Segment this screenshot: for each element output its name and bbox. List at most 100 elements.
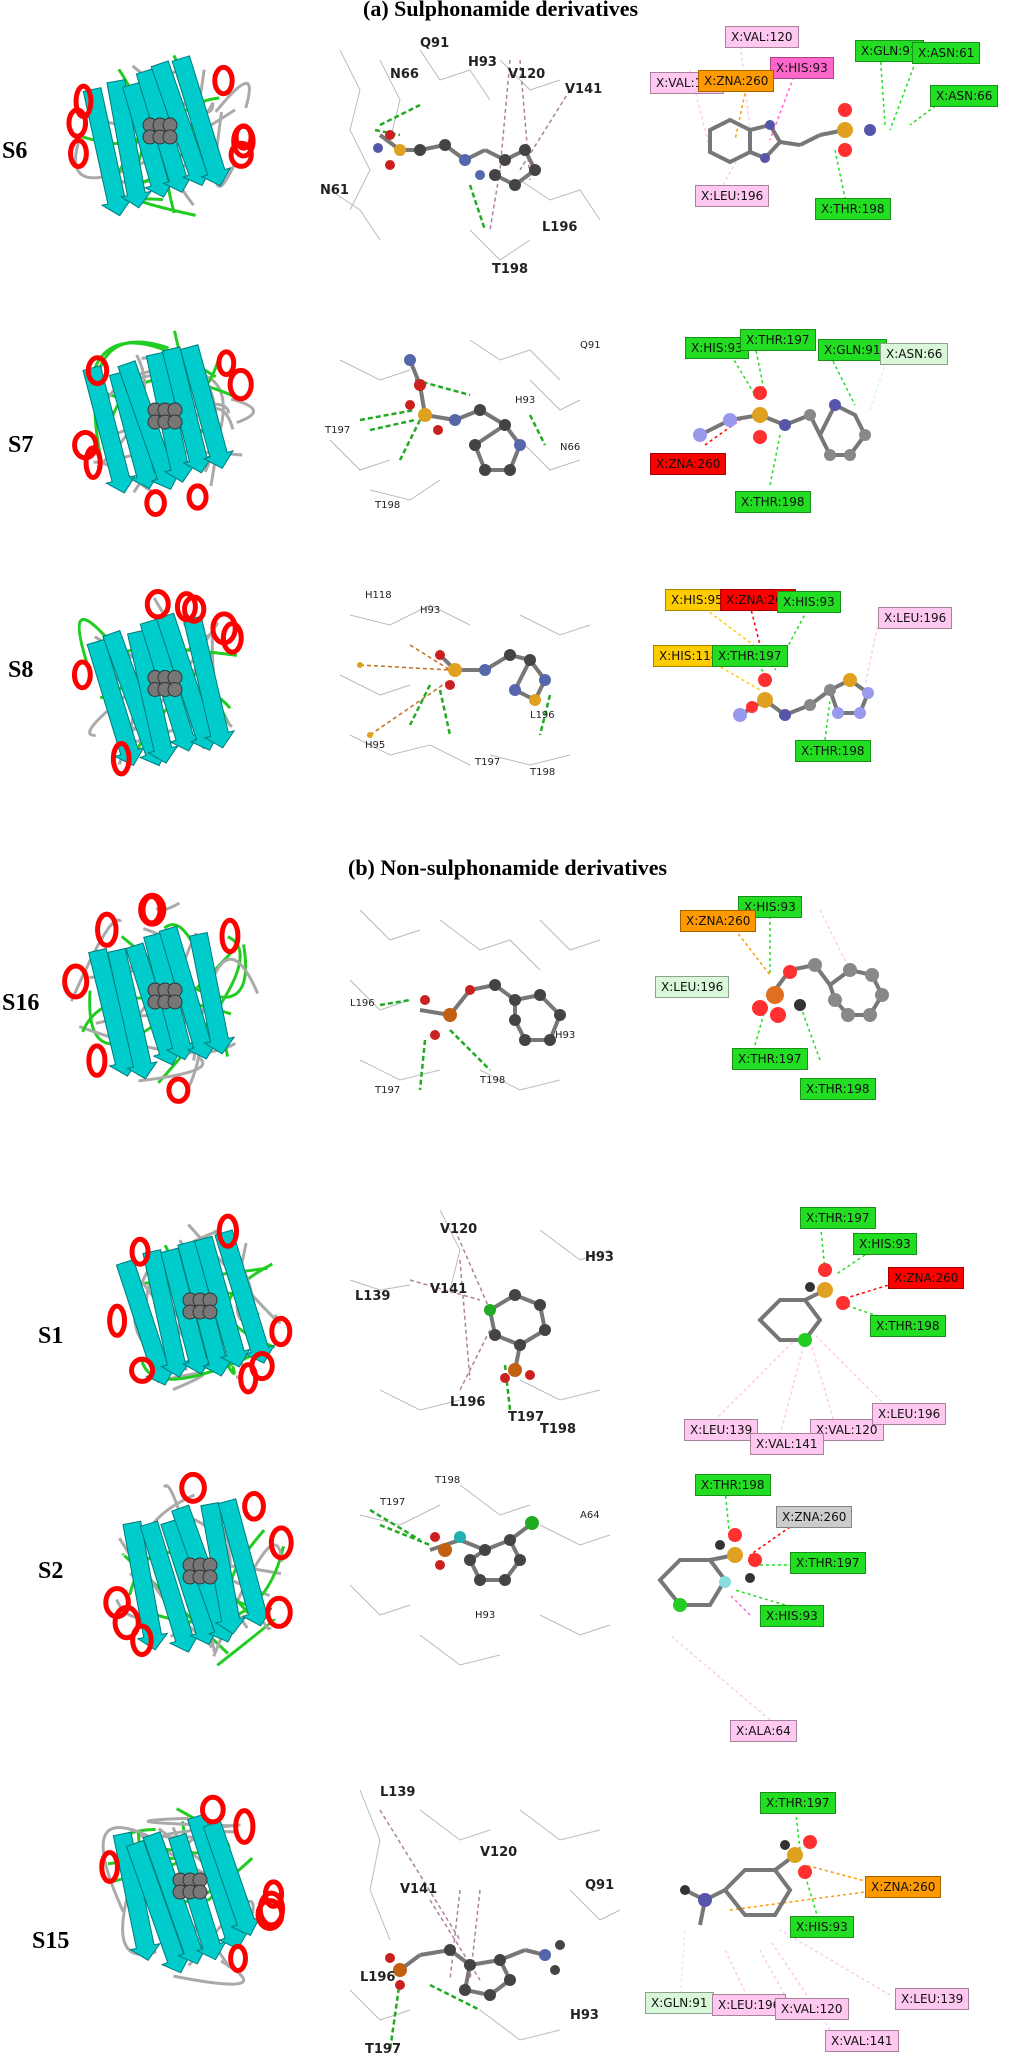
interaction-lines-s1 xyxy=(709,1219,906,1436)
coil-segment xyxy=(138,1056,205,1083)
residue-label: T198 xyxy=(540,1422,577,1437)
residue-label: N61 xyxy=(320,183,349,198)
residue-label: V141 xyxy=(565,82,603,97)
pose-drawing-s6 xyxy=(329,49,601,261)
alpha-helix xyxy=(262,1879,285,1909)
interaction-tag: X:VAL:141 xyxy=(825,2030,899,2052)
residue-label: T197 xyxy=(508,1410,545,1425)
residue-label: L196 xyxy=(450,1395,486,1410)
protein-ribbon-s1 xyxy=(107,1213,293,1395)
alpha-helix xyxy=(138,892,167,927)
interaction-tag: X:ASN:61 xyxy=(912,42,981,64)
interaction-tag: X:THR:197 xyxy=(760,1792,836,1814)
interaction-panel-s15: X:THR:197 X:ZNA:260 X:HIS:93 X:GLN:91 X:… xyxy=(640,1780,1010,2065)
alpha-helix xyxy=(72,429,99,461)
residue-label: Q91 xyxy=(580,340,601,351)
protein-ribbon-s8 xyxy=(71,589,244,777)
residue-label: V141 xyxy=(430,1282,468,1297)
coil-segment xyxy=(138,197,196,217)
alpha-helix xyxy=(166,1076,191,1104)
interaction-tag: X:HIS:95 xyxy=(665,589,729,611)
coil-segment xyxy=(230,397,255,425)
residue-label: H93 xyxy=(475,1610,496,1621)
row-label-s7: S7 xyxy=(8,432,34,458)
residue-label: Q91 xyxy=(585,1878,615,1893)
protein-ribbon-s7 xyxy=(72,330,255,517)
interaction-tag: X:VAL:120 xyxy=(775,1998,849,2020)
alpha-helix xyxy=(233,1808,256,1845)
interaction-tag: X:LEU:196 xyxy=(712,1994,787,2016)
alpha-helix xyxy=(144,589,171,620)
beta-strand xyxy=(82,87,133,217)
alpha-helix xyxy=(107,1303,128,1338)
interaction-tag: X:HIS:93 xyxy=(685,337,749,359)
pose-drawing-s15 xyxy=(349,1789,621,2051)
interaction-tag: X:HIS:93 xyxy=(790,1916,854,1938)
interaction-panel-s2: X:THR:198 X:ZNA:260 X:THR:197 X:HIS:93 X… xyxy=(640,1460,1010,1742)
residue-label: L196 xyxy=(360,1970,396,1985)
pose-drawing-s1 xyxy=(349,1209,611,1411)
pose-panel-s15: L139 V120 V141 Q91 L196 H93 T197 xyxy=(340,1780,640,2060)
alpha-helix xyxy=(182,594,207,624)
pose-panel-s2: T198 T197 A64 H93 xyxy=(340,1465,640,1685)
interaction-tag: X:VAL:120 xyxy=(810,1419,884,1441)
alpha-helix xyxy=(144,489,167,517)
coil-segment xyxy=(214,81,251,113)
interaction-panel-s6: X:VAL:120 X:HIS:93 X:GLN:91 X:ASN:61 X:V… xyxy=(640,20,1010,250)
alpha-helix xyxy=(265,1595,293,1629)
ligand-atom xyxy=(167,994,183,1010)
interaction-panel-s8: X:HIS:95 X:ZNA:260 X:HIS:93 X:LEU:196 X:… xyxy=(640,575,1010,805)
interaction-tag: X:LEU:139 xyxy=(684,1419,759,1441)
interaction-tag: X:ALA:64 xyxy=(730,1720,797,1742)
interaction-tag: X:ZNA:260 xyxy=(680,910,757,932)
alpha-helix xyxy=(228,140,254,169)
residue-label: T197 xyxy=(365,2042,402,2057)
row-label-s6: S6 xyxy=(2,138,28,164)
residue-label: H93 xyxy=(468,55,497,70)
alpha-helix xyxy=(231,123,256,159)
beta-strand xyxy=(188,931,236,1055)
row-label-s15: S15 xyxy=(32,1928,70,1954)
interaction-tag: X:THR:198 xyxy=(800,1078,876,1100)
interaction-tag: X:THR:197 xyxy=(800,1207,876,1229)
interaction-tag: X:GLN:91 xyxy=(855,40,924,62)
alpha-helix xyxy=(268,1525,294,1561)
residue-label: L196 xyxy=(530,710,555,721)
alpha-helix xyxy=(130,1623,154,1658)
alpha-helix xyxy=(68,137,89,170)
beta-strand xyxy=(107,947,159,1080)
alpha-helix xyxy=(85,355,110,387)
alpha-helix xyxy=(210,611,238,646)
pose-drawing-s16 xyxy=(349,909,601,1091)
interaction-tag: X:THR:198 xyxy=(870,1315,946,1337)
protein-ribbon-s2 xyxy=(103,1471,294,1667)
alpha-helix xyxy=(269,1315,293,1348)
interaction-tag: X:LEU:196 xyxy=(655,976,730,998)
coil-segment xyxy=(216,1617,277,1667)
interaction-tag: X:HIS:93 xyxy=(777,591,841,613)
residue-label: L139 xyxy=(355,1289,391,1304)
ligand-atom xyxy=(202,1304,218,1320)
interaction-tag: X:ZNA:260 xyxy=(888,1267,965,1289)
interaction-tag: X:LEU:196 xyxy=(878,607,953,629)
interaction-tag: X:THR:198 xyxy=(735,491,811,513)
alpha-helix xyxy=(83,445,103,480)
beta-strand xyxy=(82,365,137,494)
ligand-atom xyxy=(167,414,183,430)
beta-strand xyxy=(202,1820,262,1936)
residue-label: T198 xyxy=(530,767,556,778)
interaction-tag: X:LEU:196 xyxy=(695,185,770,207)
interaction-tag: X:THR:197 xyxy=(732,1048,808,1070)
pose-drawing-s7 xyxy=(329,339,581,501)
interaction-tag: X:ZNA:260 xyxy=(776,1506,853,1528)
interaction-tag: X:THR:197 xyxy=(790,1552,866,1574)
interaction-tag: X:THR:197 xyxy=(712,645,788,667)
beta-strand xyxy=(183,615,236,749)
interaction-tag: X:GLN:91 xyxy=(645,1992,714,2014)
interaction-lines-s2 xyxy=(657,1489,805,1721)
interaction-lines-s7 xyxy=(693,344,891,486)
alpha-helix xyxy=(228,1943,248,1974)
residue-label: L196 xyxy=(542,220,578,235)
alpha-helix xyxy=(242,1490,266,1522)
pose-panel-s6: N66 Q91 H93 V120 V141 N61 L196 T198 xyxy=(320,30,620,280)
